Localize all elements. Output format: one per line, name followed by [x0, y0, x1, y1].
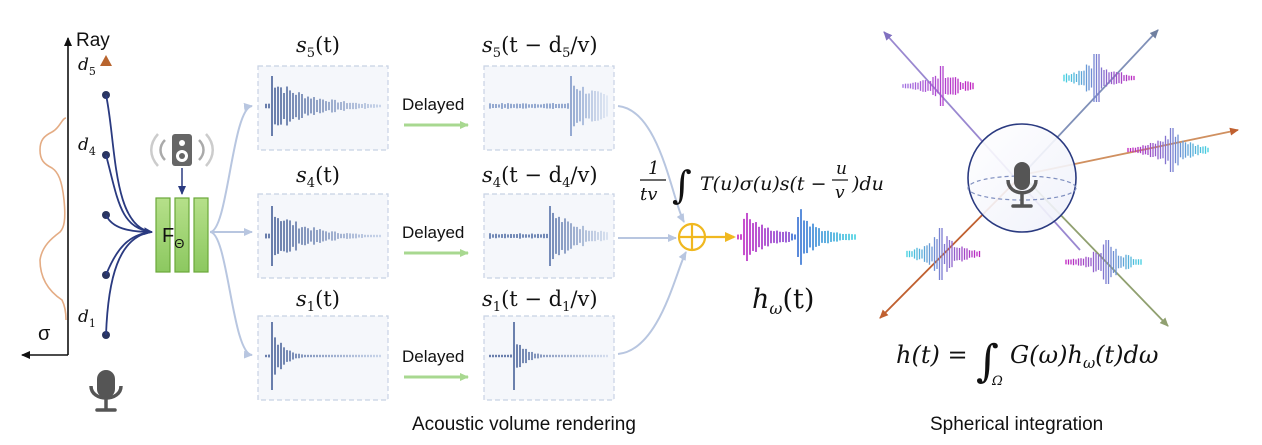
delay-arrows: Delayed Delayed Delayed — [402, 95, 469, 381]
directional-waveform — [1065, 240, 1142, 284]
merge-arrows — [617, 105, 687, 355]
signal-waveform — [265, 322, 381, 390]
sum-icon — [677, 222, 707, 252]
fanout-arrow — [209, 231, 253, 359]
merge-arrow — [617, 105, 685, 223]
label-d5: d5 — [78, 55, 96, 78]
delayed-title-s1: s1(t − d1/v) — [482, 287, 598, 315]
point-to-network-arrow — [105, 94, 153, 236]
delayed-label: Delayed — [402, 223, 464, 242]
density-curve — [39, 117, 67, 321]
directional-waveform — [902, 66, 974, 106]
point-to-network-arrow — [105, 154, 153, 233]
ray-panel: Ray σ d5 d4 d1 — [21, 30, 153, 412]
signal-panel — [257, 315, 389, 401]
delayed-signal-waveform — [489, 76, 608, 136]
network-layer — [155, 197, 171, 273]
fanout-arrow — [209, 102, 253, 233]
speaker-icon — [150, 133, 214, 167]
signal-title-s1: s1(t) — [296, 287, 340, 315]
formula-fraction-denominator: tv — [640, 184, 657, 205]
fanout-arrows — [209, 102, 253, 359]
spherical-formula-lhs: h(t) = — [896, 341, 968, 369]
formula-body: T(u)σ(u)s(t − — [700, 173, 827, 195]
spherical-integration-formula: h(t) = ∫ Ω G(ω)hω(t)dω — [896, 336, 1158, 389]
delayed-label: Delayed — [402, 95, 464, 114]
spherical-integral-sign: ∫ — [976, 336, 999, 387]
label-d4: d4 — [78, 135, 96, 158]
output-waveform — [737, 209, 856, 265]
delayed-title-s5: s5(t − d5/v) — [482, 33, 598, 61]
delayed-label: Delayed — [402, 347, 464, 366]
ray-axis-label: Ray — [76, 30, 110, 51]
ray-arrowhead-icon — [100, 55, 112, 66]
caption-acoustic-volume-rendering: Acoustic volume rendering — [412, 414, 636, 435]
formula-fraction-numerator: 1 — [648, 158, 659, 179]
signal-title-s4: s4(t) — [296, 163, 340, 191]
neural-network-block: FΘ — [150, 133, 214, 273]
caption-spherical-integration: Spherical integration — [930, 414, 1103, 435]
delayed-title-s4: s4(t − d4/v) — [482, 163, 598, 191]
sigma-axis-label: σ — [38, 323, 51, 345]
spherical-domain: Ω — [991, 374, 1003, 389]
directional-waveform — [906, 228, 981, 280]
label-d1: d1 — [78, 307, 96, 330]
formula-tail: )du — [851, 173, 884, 195]
formula-inner-numerator: u — [836, 159, 847, 179]
signal-panels — [257, 65, 615, 401]
microphone-icon — [1006, 162, 1038, 208]
volume-rendering-formula: 1 tv ∫ T(u)σ(u)s(t − u v )du — [640, 158, 884, 207]
merge-arrow — [617, 251, 687, 355]
directional-waveforms — [902, 54, 1209, 284]
directional-waveform — [1063, 54, 1135, 102]
network-label: FΘ — [162, 225, 184, 251]
formula-inner-denominator: v — [835, 183, 845, 203]
directional-waveform — [1127, 128, 1209, 172]
signal-waveform — [265, 206, 381, 266]
spherical-formula-body: G(ω)hω(t)dω — [1010, 341, 1158, 372]
microphone-icon — [89, 370, 123, 412]
point-to-network-arrow — [105, 214, 153, 233]
signal-titles: s5(t) s4(t) s1(t) s5(t − d5/v) s4(t − d4… — [296, 33, 598, 315]
output-label: hω(t) — [752, 284, 814, 318]
point-to-network-arrow — [105, 231, 153, 336]
delayed-signal-waveform — [489, 206, 608, 266]
spherical-panel — [879, 29, 1239, 327]
network-layer — [174, 197, 190, 273]
point-to-network-arrow — [105, 231, 153, 276]
network-layer — [193, 197, 209, 273]
signal-title-s5: s5(t) — [296, 33, 340, 61]
delayed-signal-waveform — [489, 322, 608, 390]
formula-integral-sign: ∫ — [672, 163, 692, 207]
delayed-signal-panel — [483, 315, 615, 401]
signal-waveform — [265, 76, 381, 136]
